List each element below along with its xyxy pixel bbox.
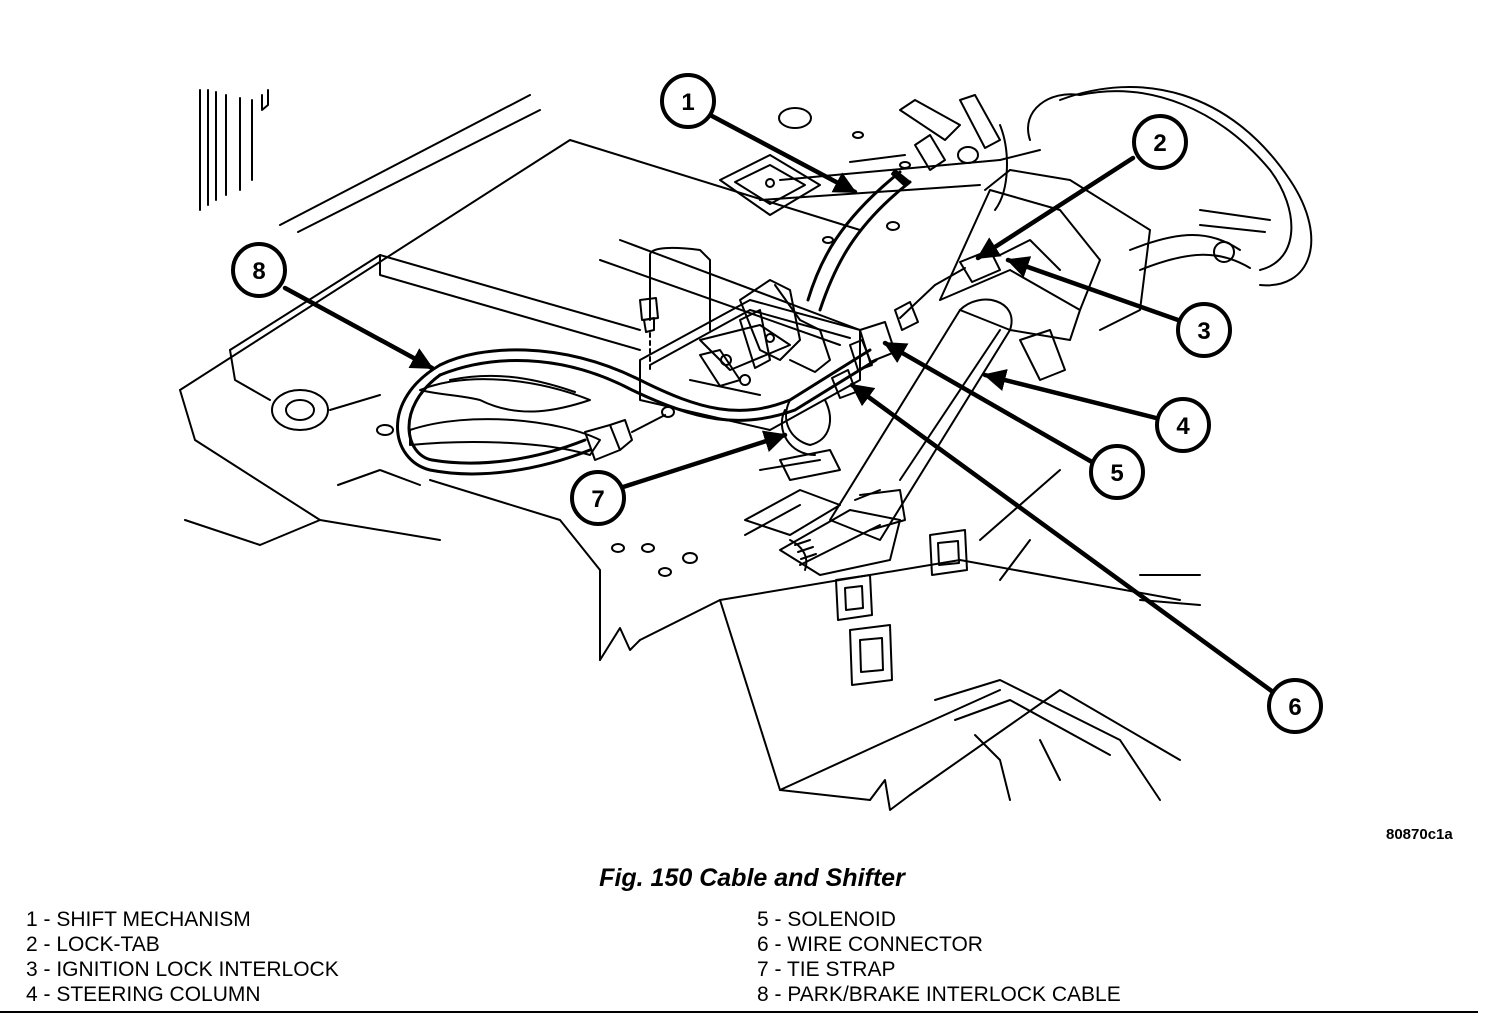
slotted-bracket [409,374,601,456]
callout-1: 1 [660,73,716,129]
legend-right: 5 - SOLENOID 6 - WIRE CONNECTOR 7 - TIE … [757,907,1121,1007]
legend-item: 2 - LOCK-TAB [26,933,160,956]
ignition-lock-interlock [894,249,1001,331]
svg-text:1: 1 [681,89,694,116]
callout-8: 8 [231,242,287,298]
floor-pads [271,107,968,686]
shift-mechanism [639,246,861,431]
legend-item: 1 - SHIFT MECHANISM [26,908,251,931]
floor-pan [179,94,1201,811]
break-marks-top-left [199,89,269,211]
solenoid [831,321,896,399]
legend-item: 3 - IGNITION LOCK INTERLOCK [26,958,339,981]
callout-3: 3 [1176,302,1232,358]
shift-cable [806,169,912,312]
svg-text:7: 7 [591,486,604,513]
upper-connector [899,94,1008,211]
cable-and-shifter-illustration: 1 2 3 4 5 6 7 8 [179,73,1323,811]
callout-4: 4 [1155,397,1211,453]
svg-text:6: 6 [1288,694,1301,721]
callout-2: 2 [1132,114,1188,170]
legend-item: 5 - SOLENOID [757,908,896,931]
svg-text:3: 3 [1197,318,1210,345]
legend-item: 4 - STEERING COLUMN [26,983,261,1006]
figure-title: Fig. 150 Cable and Shifter [599,864,905,892]
callout-7: 7 [570,470,626,526]
legend-left: 1 - SHIFT MECHANISM 2 - LOCK-TAB 3 - IGN… [26,907,339,1007]
steering-wheel [999,86,1313,287]
svg-text:2: 2 [1153,130,1166,157]
legend-item: 8 - PARK/BRAKE INTERLOCK CABLE [757,983,1121,1006]
svg-text:4: 4 [1176,413,1190,440]
svg-text:5: 5 [1110,460,1123,487]
lower-bracket [744,489,906,576]
tie-strap [759,399,841,481]
legend-item: 6 - WIRE CONNECTOR [757,933,983,956]
callout-5: 5 [1089,444,1145,500]
figure-code: 80870c1a [1386,826,1453,843]
park-brake-interlock-cable [396,348,878,476]
svg-text:8: 8 [252,258,265,285]
legend-item: 7 - TIE STRAP [757,958,896,981]
bottom-rule [0,1011,1478,1013]
callout-6: 6 [1267,678,1323,734]
leader-arrows [282,113,1276,695]
